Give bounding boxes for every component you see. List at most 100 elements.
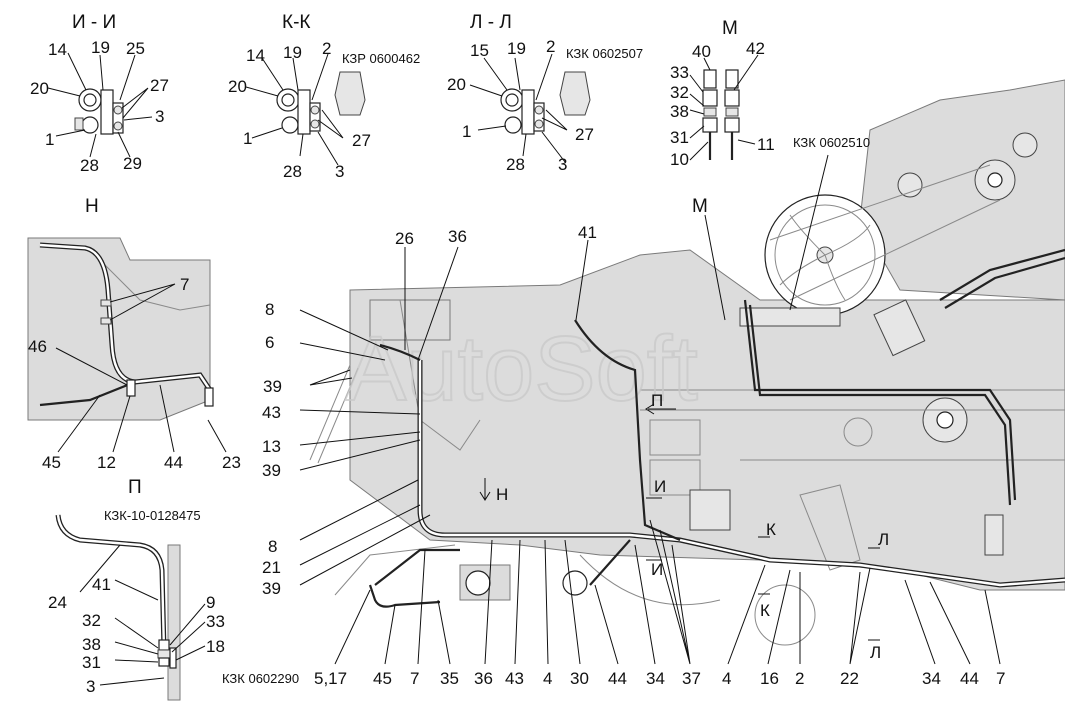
section-mark-k-bottom: К [760, 601, 770, 620]
callout-label: 14 [48, 40, 67, 59]
section-mark-l-top: Л [878, 530, 889, 549]
callouts-main-top: 26 36 41 8 6 39 43 13 39 [262, 223, 597, 480]
callouts-main-left: 8 21 39 [262, 537, 281, 598]
callout-label: 35 [440, 669, 459, 688]
callout-label: 5,17 [314, 669, 347, 688]
callout-label: 37 [682, 669, 701, 688]
callout-label: 27 [352, 131, 371, 150]
section-title-m: М [722, 18, 738, 39]
callout-label: 45 [42, 453, 61, 472]
callout-label: 34 [646, 669, 665, 688]
callout-label: 10 [670, 150, 689, 169]
callout-label: 41 [578, 223, 597, 242]
section-title-ll: Л - Л [470, 12, 512, 33]
section-mark-k-top: К [766, 520, 776, 539]
callout-label: 42 [746, 39, 765, 58]
callout-label: 36 [448, 227, 467, 246]
doc-code-kzr-0600462: КЗР 0600462 [342, 51, 420, 66]
callout-label: 40 [692, 42, 711, 61]
hose-lines [368, 248, 1065, 641]
doc-code-kzk-0602510: КЗК 0602510 [793, 135, 870, 150]
callout-label: 38 [82, 635, 101, 654]
callout-label: 31 [82, 653, 101, 672]
detail-m: М 40 42 33 32 38 31 10 11 [670, 18, 775, 169]
section-mark-i-top: И [654, 477, 666, 496]
callout-label: 4 [722, 669, 731, 688]
callout-label: 44 [960, 669, 979, 688]
callout-label: 31 [670, 128, 689, 147]
callout-label: 19 [507, 39, 526, 58]
callout-label: 21 [262, 558, 281, 577]
callout-label: 3 [558, 155, 567, 174]
callout-label: 7 [996, 669, 1005, 688]
detail-n: Н 7 46 45 12 44 23 [27, 196, 241, 472]
callout-label: 24 [48, 593, 67, 612]
callout-label: 4 [543, 669, 552, 688]
callout-label: 43 [505, 669, 524, 688]
detail-kk: К-К КЗР 0600462 14 19 2 20 1 27 28 3 [228, 12, 420, 181]
section-mark-i-bottom: И [651, 560, 663, 579]
doc-code-kzk-0602290: КЗК 0602290 [222, 671, 299, 686]
callout-label: 39 [262, 461, 281, 480]
callout-label: 19 [283, 43, 302, 62]
view-mark-p: П [651, 391, 663, 410]
callouts-ll: 15 19 2 20 1 27 28 3 [447, 37, 594, 174]
callout-label: 8 [268, 537, 277, 556]
callout-label: 16 [760, 669, 779, 688]
section-title-kk: К-К [282, 12, 310, 33]
callout-label: 2 [546, 37, 555, 56]
watermark: AutoSoft [345, 318, 698, 420]
callout-label: 20 [228, 77, 247, 96]
callout-label: 39 [263, 377, 282, 396]
callout-label: 2 [795, 669, 804, 688]
callout-label: 32 [670, 83, 689, 102]
doc-code-kzk-10-0128475: КЗК-10-0128475 [104, 508, 201, 523]
callout-label: 3 [155, 107, 164, 126]
callout-label: 27 [150, 76, 169, 95]
callouts-main-bottom: 5,17 45 7 35 36 43 4 30 44 34 37 4 16 2 … [314, 669, 1005, 688]
callout-label: 20 [447, 75, 466, 94]
section-title-ii: И - И [72, 12, 116, 33]
callouts-m: 40 42 33 32 38 31 10 11 [670, 39, 775, 169]
view-mark-n: Н [496, 485, 508, 504]
callout-label: 27 [575, 125, 594, 144]
callout-label: 15 [470, 41, 489, 60]
callout-label: 39 [262, 579, 281, 598]
callouts-kk: 14 19 2 20 1 27 28 3 [228, 39, 371, 181]
callout-label: 6 [265, 333, 274, 352]
callout-label: 26 [395, 229, 414, 248]
section-title-n: Н [85, 196, 99, 217]
callout-label: 13 [262, 437, 281, 456]
callout-label: 41 [92, 575, 111, 594]
callout-label: 23 [222, 453, 241, 472]
callout-label: 36 [474, 669, 493, 688]
callout-label: 30 [570, 669, 589, 688]
callout-label: 44 [164, 453, 183, 472]
callouts-n: 7 46 45 12 44 23 [28, 275, 241, 472]
callout-label: 28 [80, 156, 99, 175]
callout-label: 44 [608, 669, 627, 688]
callout-label: 3 [86, 677, 95, 696]
callout-label: 1 [243, 129, 252, 148]
callout-label: 9 [206, 593, 215, 612]
callout-label: 34 [922, 669, 941, 688]
callout-label: 43 [262, 403, 281, 422]
callout-label: 33 [670, 63, 689, 82]
callout-label: 12 [97, 453, 116, 472]
doc-code-kzk-0602507: КЗК 0602507 [566, 46, 643, 61]
callout-label: 45 [373, 669, 392, 688]
machine-background [309, 79, 1065, 646]
callout-label: 7 [410, 669, 419, 688]
callout-label: 32 [82, 611, 101, 630]
callouts-p: 24 41 9 32 33 38 18 31 3 [48, 575, 225, 696]
detail-ii: И - И 14 19 25 20 27 3 1 28 29 [30, 12, 169, 175]
callout-label: 7 [180, 275, 189, 294]
callouts-ii: 14 19 25 20 27 3 1 28 29 [30, 38, 169, 175]
callout-label: 25 [126, 39, 145, 58]
callout-label: 1 [45, 130, 54, 149]
callout-label: 38 [670, 102, 689, 121]
callout-label: 19 [91, 38, 110, 57]
main-view: М КЗК 0602510 КЗК 0602290 Н П И И К К Л … [222, 135, 1005, 688]
callout-label: 18 [206, 637, 225, 656]
callout-label: 11 [757, 135, 775, 154]
